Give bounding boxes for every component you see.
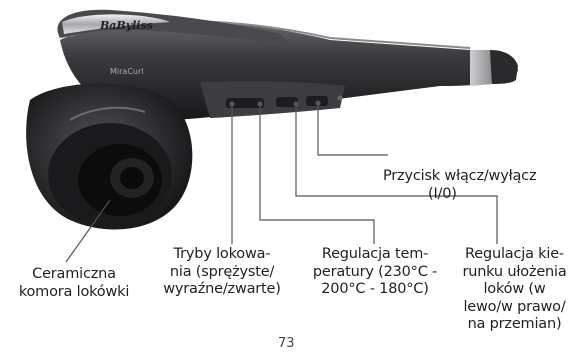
power-button-label: Przycisk włącz/wyłącz (I/0) bbox=[383, 168, 536, 203]
model-logo: MiraCurl bbox=[110, 67, 143, 76]
cord-cap bbox=[490, 50, 518, 84]
temperature-label: Regulacja tem- peratury (230°C - 200°C -… bbox=[305, 246, 445, 299]
power-indicator bbox=[338, 96, 343, 101]
chamber-label: Ceramiczna komora lokówki bbox=[0, 266, 148, 301]
cord-ring bbox=[470, 50, 492, 86]
callout-line-temperature bbox=[260, 104, 374, 244]
direction-label: Regulacja kie- runku ułożenia loków (w l… bbox=[452, 246, 577, 334]
curl-modes-label: Tryby lokowa- nia (sprężyste/ wyraźne/zw… bbox=[152, 246, 292, 299]
callout-line-power bbox=[318, 103, 388, 155]
brand-logo: BaByliss bbox=[99, 19, 153, 32]
